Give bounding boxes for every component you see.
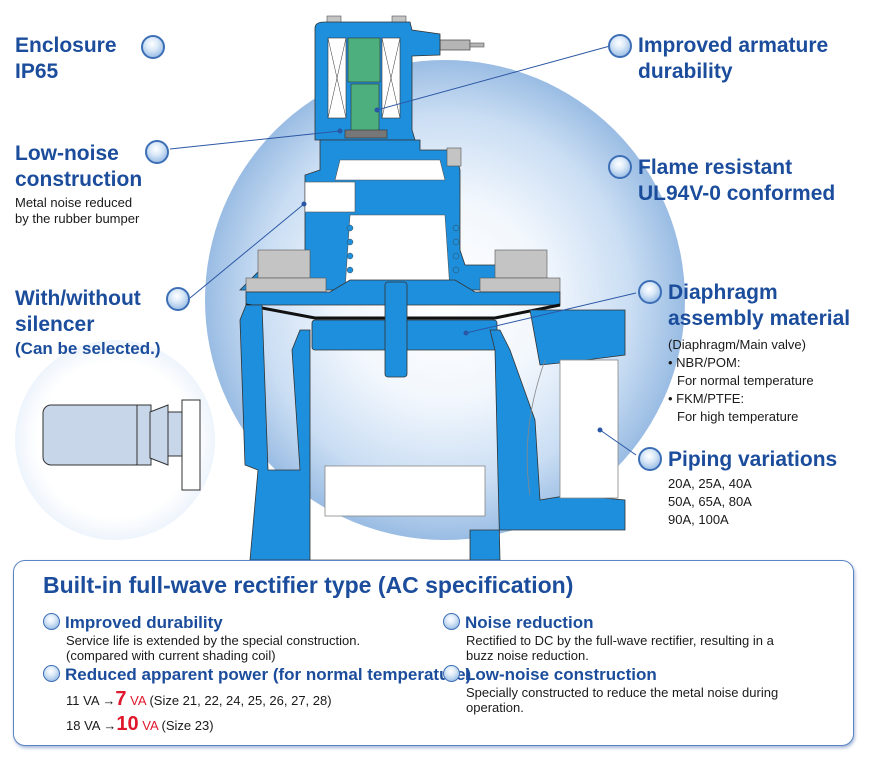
bullet-bubble-icon — [166, 287, 190, 311]
bullet-bubble-icon — [43, 613, 60, 630]
silencer-note: (Can be selected.) — [15, 339, 161, 358]
bullet-bubble-icon — [638, 447, 662, 471]
power-from: 18 VA — [66, 718, 100, 733]
feature-reduced-power: Reduced apparent power (for normal tempe… — [43, 665, 471, 736]
callout-armature: Improved armature durability — [638, 33, 828, 85]
bullet-bubble-icon — [608, 34, 632, 58]
power-row: 18 VA →10 VA (Size 23) — [43, 714, 471, 736]
coil-core — [347, 37, 381, 83]
callout-silencer: With/without silencer (Can be selected.) — [15, 286, 161, 360]
bolt-right — [494, 249, 548, 279]
power-row: 11 VA →7 VA (Size 21, 22, 24, 25, 26, 27… — [43, 689, 471, 711]
callout-piping: Piping variations 20A, 25A, 40A 50A, 65A… — [668, 447, 837, 529]
panel-title: Built-in full-wave rectifier type (AC sp… — [43, 572, 574, 598]
power-unit: VA — [130, 693, 146, 708]
material-1-use: For normal temperature — [677, 373, 814, 388]
flame-label-1: Flame resistant — [638, 156, 793, 179]
bullet-bubble-icon — [145, 140, 169, 164]
low-noise-label-2: construction — [15, 168, 143, 191]
feature-desc: buzz noise reduction. — [466, 648, 589, 663]
bullet-bubble-icon — [141, 35, 165, 59]
callout-enclosure: Enclosure IP65 — [15, 33, 117, 85]
feature-desc: operation. — [466, 700, 524, 715]
feature-title: Reduced apparent power (for normal tempe… — [65, 665, 472, 684]
material-1: • NBR/POM: — [668, 355, 741, 370]
diaphragm-note: (Diaphragm/Main valve) — [668, 337, 806, 352]
feature-noise-reduction: Noise reduction Rectified to DC by the f… — [443, 613, 774, 663]
low-noise-label-1: Low-noise — [15, 142, 119, 165]
low-noise-desc-2: by the rubber bumper — [15, 211, 140, 226]
diaphragm-label-1: Diaphragm — [668, 281, 778, 304]
bullet-bubble-icon — [43, 665, 60, 682]
feature-desc: Rectified to DC by the full-wave rectifi… — [466, 633, 774, 648]
piping-row: 90A, 100A — [668, 512, 729, 527]
bullet-bubble-icon — [608, 155, 632, 179]
piping-row: 50A, 65A, 80A — [668, 494, 752, 509]
feature-title: Noise reduction — [465, 613, 594, 632]
feature-desc: Service life is extended by the special … — [66, 633, 361, 648]
power-to: 7 — [115, 688, 127, 710]
power-sizes: (Size 21, 22, 24, 25, 26, 27, 28) — [149, 693, 332, 708]
material-2: • FKM/PTFE: — [668, 391, 745, 406]
diaphragm-label-2: assembly material — [668, 307, 851, 330]
feature-title: Low-noise construction — [465, 665, 657, 684]
silencer-label-2: silencer — [15, 313, 95, 336]
enclosure-label: Enclosure — [15, 34, 117, 57]
feature-low-noise-construction: Low-noise construction Specially constru… — [443, 665, 778, 715]
arrow-icon: → — [102, 693, 116, 708]
cable-gland — [439, 39, 471, 51]
power-to: 10 — [116, 713, 139, 735]
armature-label-1: Improved armature — [638, 34, 829, 57]
flame-label-2: UL94V-0 conformed — [638, 182, 836, 205]
arrow-icon: → — [103, 718, 117, 733]
callout-diaphragm: Diaphragm assembly material (Diaphragm/M… — [668, 280, 850, 426]
callout-flame: Flame resistant UL94V-0 conformed — [638, 155, 835, 207]
bullet-bubble-icon — [443, 665, 460, 682]
callout-low-noise: Low-noise construction Metal noise reduc… — [15, 141, 142, 227]
piping-title: Piping variations — [668, 448, 838, 471]
material-2-use: For high temperature — [677, 409, 799, 424]
rectifier-panel: Built-in full-wave rectifier type (AC sp… — [13, 560, 854, 746]
low-noise-desc-1: Metal noise reduced — [15, 195, 133, 210]
piping-row: 20A, 25A, 40A — [668, 476, 752, 491]
bullet-bubble-icon — [638, 280, 662, 304]
feature-desc: Specially constructed to reduce the meta… — [466, 685, 779, 700]
power-unit: VA — [142, 718, 158, 733]
power-from: 11 VA — [66, 693, 99, 708]
power-sizes: (Size 23) — [161, 718, 214, 733]
enclosure-rating: IP65 — [15, 60, 59, 83]
bullet-bubble-icon — [443, 613, 460, 630]
feature-improved-durability: Improved durability Service life is exte… — [43, 613, 360, 663]
silencer-label-1: With/without — [15, 287, 141, 310]
bolt-left — [257, 249, 311, 279]
armature — [350, 83, 380, 133]
feature-desc: (compared with current shading coil) — [66, 648, 276, 663]
armature-label-2: durability — [638, 60, 733, 83]
feature-title: Improved durability — [65, 613, 223, 632]
